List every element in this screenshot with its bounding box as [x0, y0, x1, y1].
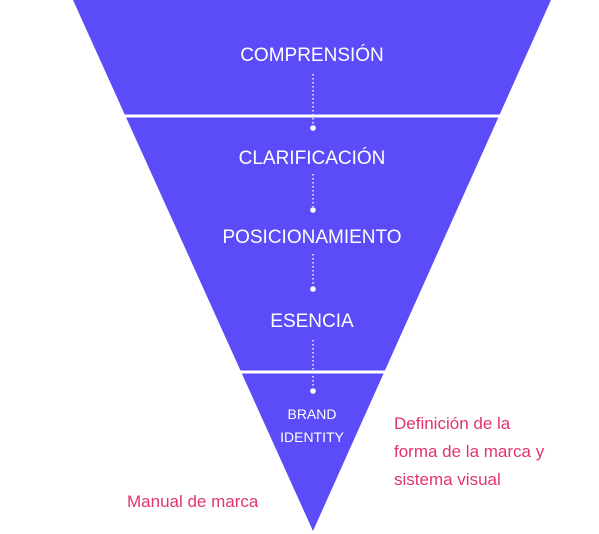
stage-label-clarification: CLARIFICACIÓN	[239, 147, 386, 169]
annotation-line: forma de la marca y	[394, 442, 545, 461]
stage-label-brand-identity-line1: BRAND	[287, 406, 336, 422]
annotation-visual-system: Definición de la forma de la marca y sis…	[394, 410, 584, 494]
funnel-triangle	[73, 0, 551, 531]
annotation-line: Definición de la	[394, 414, 511, 433]
connector-2	[310, 174, 316, 213]
annotation-line: sistema visual	[394, 470, 501, 489]
connector-1	[310, 74, 316, 131]
stage-label-comprehension: COMPRENSIÓN	[240, 44, 384, 66]
stage-label-positioning: POSICIONAMIENTO	[222, 227, 401, 248]
stage-label-essence: ESENCIA	[270, 311, 354, 332]
connector-4	[310, 340, 316, 394]
connector-3	[310, 254, 316, 292]
annotation-brand-manual: Manual de marca	[127, 492, 259, 511]
stage-label-brand-identity-line2: IDENTITY	[280, 429, 344, 445]
